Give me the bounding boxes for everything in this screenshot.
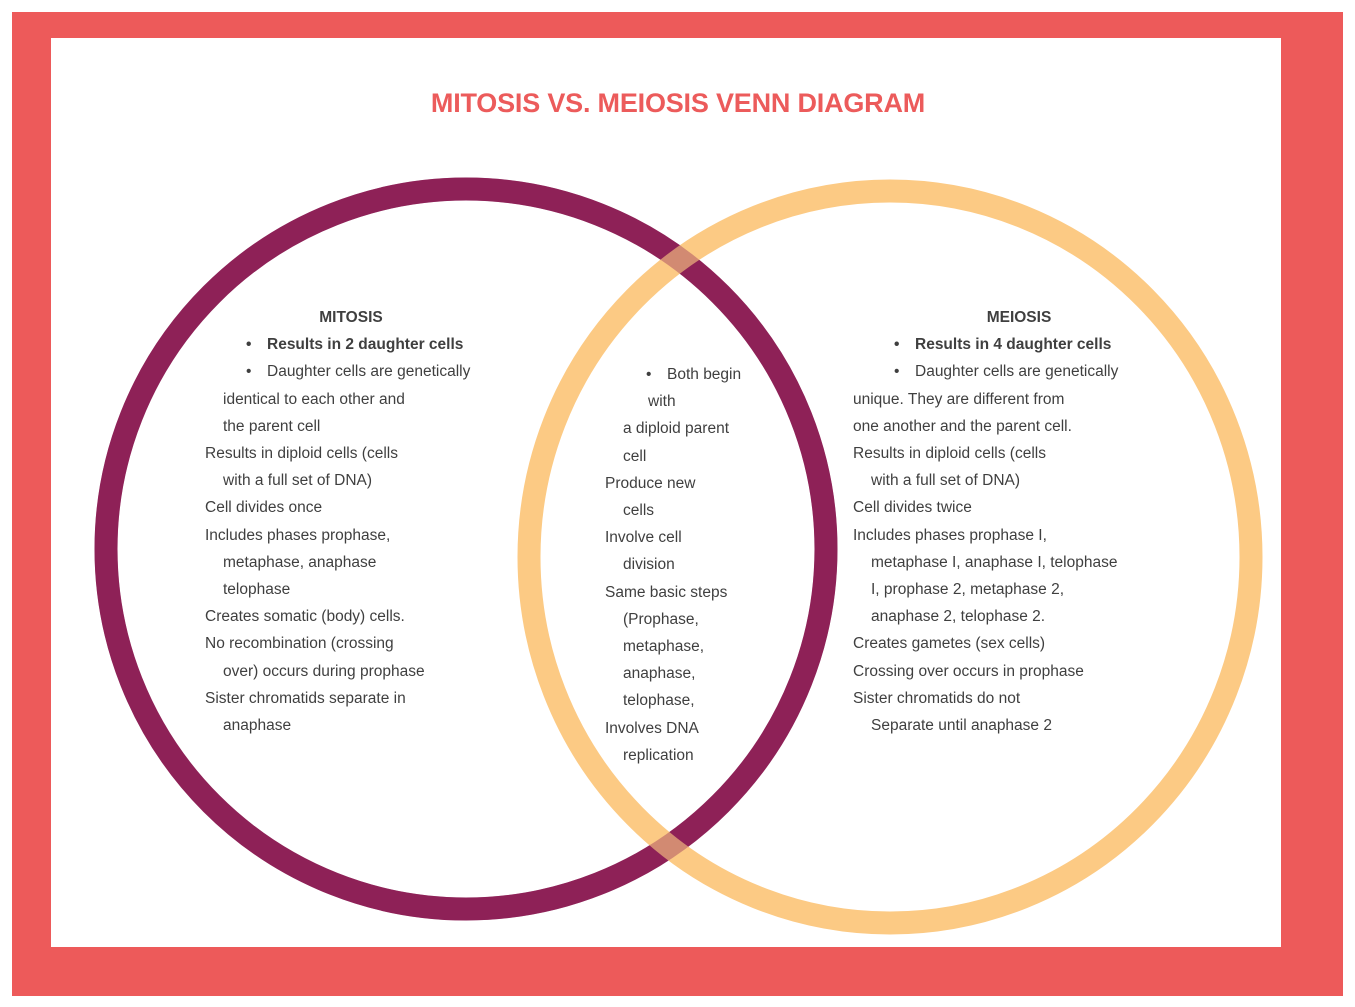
text-line: cell (623, 447, 647, 465)
bullet-icon: • (246, 363, 252, 381)
text-line: Creates gametes (sex cells) (853, 635, 1046, 653)
mitosis-lines: •Results in 2 daughter cells•Daughter ce… (205, 331, 497, 739)
text-line: Separate until anaphase 2 (871, 717, 1052, 735)
mitosis-section: MITOSIS •Results in 2 daughter cells•Dau… (205, 304, 497, 739)
text-line: Includes phases prophase, (205, 526, 391, 544)
text-line: Involves DNA (605, 719, 699, 737)
text-line: Cell divides twice (853, 499, 972, 517)
text-line: No recombination (crossing (205, 635, 394, 653)
text-line: Results in diploid cells (cells (853, 445, 1046, 463)
text-line: Sister chromatids separate in (205, 689, 406, 707)
text-line: the parent cell (223, 417, 321, 435)
mitosis-heading: MITOSIS (319, 309, 383, 326)
text-line: Crossing over occurs in prophase (853, 662, 1084, 680)
text-line: cells (623, 502, 655, 520)
text-line: with a full set of DNA) (871, 472, 1021, 490)
text-line: •Results in 2 daughter cells (205, 331, 497, 358)
text-line: Sister chromatids do not (853, 689, 1021, 707)
meiosis-lines: •Results in 4 daughter cells•Daughter ce… (853, 331, 1185, 739)
text-line: one another and the parent cell. (853, 417, 1072, 435)
page-title: MITOSIS VS. MEIOSIS VENN DIAGRAM (430, 88, 926, 118)
meiosis-section: MEIOSIS •Results in 4 daughter cells•Dau… (853, 304, 1185, 739)
text-line: anaphase, (623, 665, 696, 683)
text-line: over) occurs during prophase (223, 662, 425, 680)
text-line: •Both begin (605, 361, 775, 388)
bullet-icon: • (246, 336, 252, 354)
text-line: with (648, 393, 676, 411)
text-line: •Daughter cells are genetically (853, 358, 1185, 385)
text-line: identical to each other and (223, 390, 405, 408)
text-line: telophase, (623, 692, 695, 710)
text-line: unique. They are different from (853, 390, 1065, 408)
text-line: Creates somatic (body) cells. (205, 608, 405, 626)
text-line: •Daughter cells are genetically (205, 358, 497, 385)
bullet-icon: • (646, 366, 652, 383)
text-line: Includes phases prophase I, (853, 526, 1047, 544)
text-line: telophase (223, 581, 291, 599)
text-line: Produce new (605, 474, 696, 492)
text-line: replication (623, 746, 694, 764)
text-line: with a full set of DNA) (223, 472, 373, 490)
text-line: Same basic steps (605, 583, 728, 601)
text-line: metaphase, anaphase (223, 553, 377, 571)
text-line: (Prophase, (623, 610, 699, 628)
text-line: Results in diploid cells (cells (205, 445, 398, 463)
text-line: Involve cell (605, 529, 682, 547)
bullet-icon: • (894, 363, 900, 381)
text-line: anaphase (223, 717, 292, 735)
text-line: I, prophase 2, metaphase 2, (871, 581, 1065, 599)
text-line: anaphase 2, telophase 2. (871, 608, 1046, 626)
bullet-icon: • (894, 336, 900, 354)
text-line: •Results in 4 daughter cells (853, 331, 1185, 358)
text-line: metaphase I, anaphase I, telophase (871, 553, 1118, 571)
text-line: Cell divides once (205, 499, 323, 517)
text-line: division (623, 556, 675, 574)
text-line: metaphase, (623, 638, 704, 656)
text-line: a diploid parent (623, 420, 729, 438)
meiosis-heading: MEIOSIS (986, 309, 1052, 326)
